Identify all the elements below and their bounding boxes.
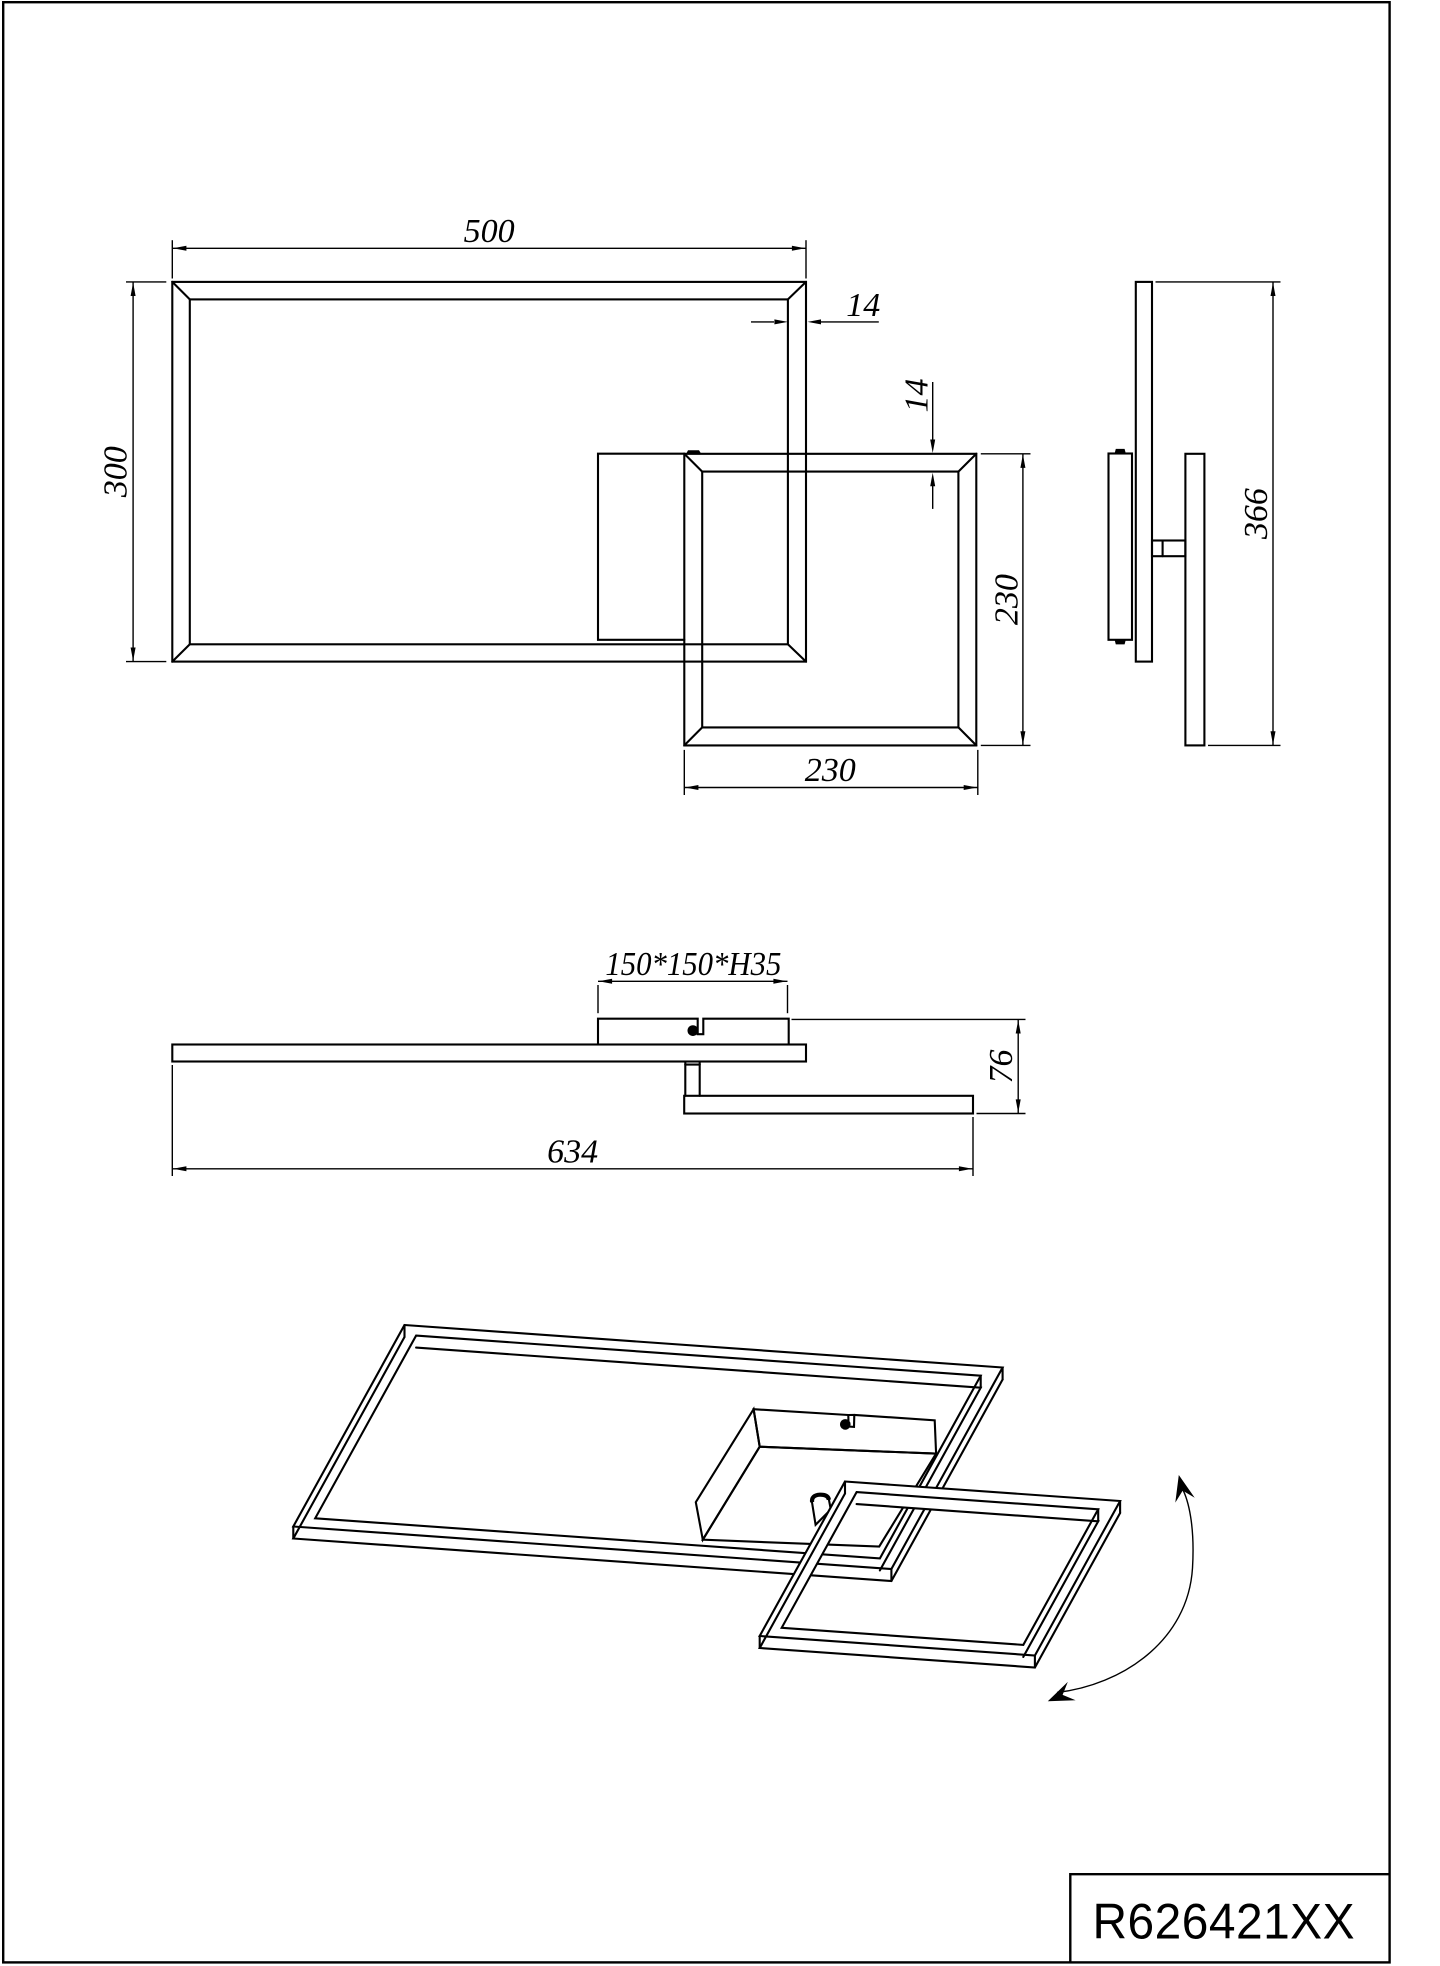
swivel-arrowhead — [1047, 1681, 1076, 1702]
dimension-arrowhead — [958, 1166, 973, 1172]
dimension-arrowhead — [172, 245, 187, 251]
dim-square-height: 230 — [989, 574, 1026, 625]
swivel-arc — [1056, 1487, 1194, 1694]
dim-square-width: 230 — [805, 752, 856, 789]
dim-side-total-height: 366 — [1238, 488, 1275, 540]
isometric-view — [291, 1323, 1195, 1702]
front-canopy-plate — [596, 452, 686, 641]
side-square-panel — [1184, 452, 1206, 747]
dimension-arrowhead — [1015, 1020, 1021, 1034]
dimension-arrowhead — [130, 282, 136, 296]
dimension-arrowhead — [684, 785, 699, 790]
dim-500: 500 — [171, 213, 807, 279]
dimension-arrowhead — [1020, 731, 1026, 745]
part-number: R626421XX — [1093, 1894, 1356, 1950]
dim-canopy-size: 150*150*H35 — [605, 946, 781, 983]
front-view: 500 300 14 14 230 230 — [98, 213, 1031, 795]
dim-total-length: 634 — [547, 1134, 598, 1171]
side-swivel-arm — [1150, 539, 1187, 558]
dim-14-square: 14 — [899, 379, 936, 509]
canopy-screw-top — [1114, 448, 1126, 454]
dim-canopy-size: 150*150*H35 — [597, 946, 789, 1014]
dimension-arrowhead — [1020, 454, 1026, 468]
pivot-screw-head — [686, 450, 702, 454]
iso-large-frame — [291, 1323, 1005, 1583]
iso-canopy-box — [694, 1406, 938, 1548]
dim-front-width: 500 — [464, 213, 515, 250]
side-view: 366 — [1107, 280, 1281, 747]
sheet-border — [2, 1, 1391, 1964]
bottom-pivot-stem — [684, 1060, 701, 1097]
dim-634: 634 — [171, 1065, 974, 1176]
bottom-view: 150*150*H35 76 634 — [171, 946, 1026, 1176]
front-square-frame — [683, 452, 978, 747]
side-canopy — [1107, 448, 1134, 645]
dim-profile-width-1: 14 — [846, 287, 880, 324]
dimension-arrowhead — [598, 978, 613, 984]
side-large-panel — [1134, 280, 1154, 663]
sheet-frame — [2, 1, 1391, 1964]
dim-profile-width-2: 14 — [899, 379, 936, 413]
swivel-arrowhead — [1175, 1475, 1195, 1503]
bottom-large-panel — [171, 1043, 808, 1063]
dim-230-right: 230 — [980, 453, 1031, 747]
screw-dot — [687, 1025, 699, 1036]
iso-pivot-pin — [809, 1492, 832, 1528]
bottom-square-panel — [683, 1094, 975, 1115]
dimension-arrowhead — [1270, 731, 1276, 745]
dim-76: 76 — [791, 1018, 1026, 1115]
dim-300: 300 — [98, 281, 167, 663]
title-block: R626421XX — [1069, 1873, 1390, 1963]
dim-front-height: 300 — [98, 446, 135, 498]
dim-366: 366 — [1155, 281, 1281, 747]
dimension-arrowhead — [130, 647, 136, 661]
front-pivot-screw — [686, 450, 702, 454]
dimension-arrowhead — [774, 319, 788, 325]
dimension-arrowhead — [1015, 1099, 1021, 1113]
bottom-canopy-box — [596, 1017, 790, 1046]
dimension-arrowhead — [807, 319, 821, 325]
canopy-screw-bottom — [1114, 639, 1126, 645]
dimension-arrowhead — [930, 472, 936, 487]
swivel-arrow-icon — [1047, 1475, 1195, 1702]
dimension-arrowhead — [1270, 282, 1276, 296]
dim-fixture-height: 76 — [983, 1050, 1020, 1084]
dimension-arrowhead — [172, 1166, 187, 1172]
dim-230-bottom: 230 — [683, 749, 979, 795]
iso-square-frame — [757, 1480, 1122, 1669]
screw-dot — [840, 1419, 851, 1430]
dimension-arrowhead — [773, 978, 787, 984]
dimension-arrowhead — [930, 439, 936, 453]
pivot-pin-cap — [809, 1492, 831, 1503]
dimension-arrowhead — [963, 785, 978, 790]
dimension-arrowhead — [791, 245, 806, 251]
dim-14-frame: 14 — [751, 287, 880, 325]
